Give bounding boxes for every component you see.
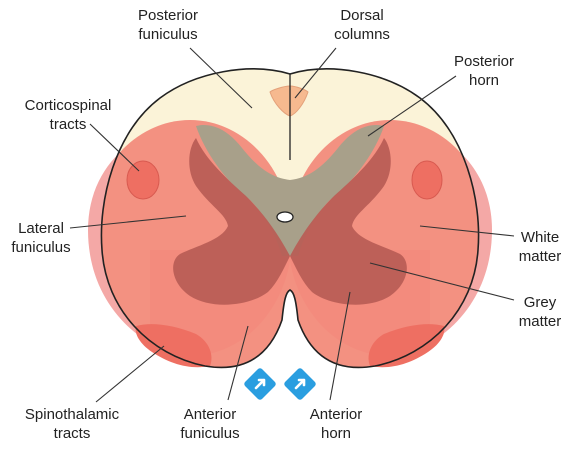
corticospinal-tract-right [411,160,443,200]
label-line: tracts [53,425,91,442]
label-line: horn [468,72,500,89]
label-line: Posterior [453,53,515,70]
label-line: matter [518,248,562,265]
label-anterior-horn: Anterior horn [298,405,374,443]
label-posterior-funiculus: Posterior funiculus [128,6,208,44]
spinothalamic-tract-left [135,324,212,368]
leader-anterior-funiculus [227,325,249,401]
leader-posterior-funiculus [189,47,253,109]
label-line: Posterior [137,7,199,24]
label-spinothalamic-tracts: Spinothalamic tracts [14,405,130,443]
spinal-cord-outline [100,68,480,369]
grey-matter-butterfly [173,138,290,305]
label-line: columns [334,26,390,43]
leader-posterior-horn [367,75,457,137]
corticospinal-tract-left [126,160,160,200]
label-line: Spinothalamic [24,406,120,423]
label-line: White [520,229,560,246]
label-grey-matter: Grey matter [508,293,572,331]
leader-dorsal-columns [294,47,337,99]
label-posterior-horn: Posterior horn [444,52,524,90]
label-line: funiculus [138,26,198,43]
label-line: funiculus [11,239,71,256]
label-line: Grey [523,294,557,311]
label-white-matter: White matter [508,228,572,266]
label-line: Dorsal [340,7,384,24]
leader-spinothalamic-tracts [95,345,165,403]
leader-anterior-horn [329,291,351,401]
up-arrow-icon [284,368,316,400]
label-line: Anterior [183,406,237,423]
label-line: tracts [49,116,87,133]
label-corticospinal-tracts: Corticospinal tracts [14,96,122,134]
label-line: horn [320,425,352,442]
label-anterior-funiculus: Anterior funiculus [168,405,252,443]
label-line: Lateral [18,220,64,237]
grey-matter-butterfly-right [290,138,407,305]
leader-white-matter [419,225,515,237]
label-line: funiculus [180,425,240,442]
central-canal [276,211,294,223]
label-line: matter [518,313,562,330]
grey-matter-posterior [196,124,384,256]
label-line: Anterior [309,406,363,423]
up-arrow-icon [244,368,276,400]
leader-corticospinal-tracts [89,123,140,172]
label-line: Corticospinal [24,97,112,114]
label-lateral-funiculus: Lateral funiculus [0,219,82,257]
leader-grey-matter [369,262,515,301]
leader-lateral-funiculus [69,215,187,229]
label-dorsal-columns: Dorsal columns [322,6,402,44]
spinothalamic-tract-right [368,324,445,368]
